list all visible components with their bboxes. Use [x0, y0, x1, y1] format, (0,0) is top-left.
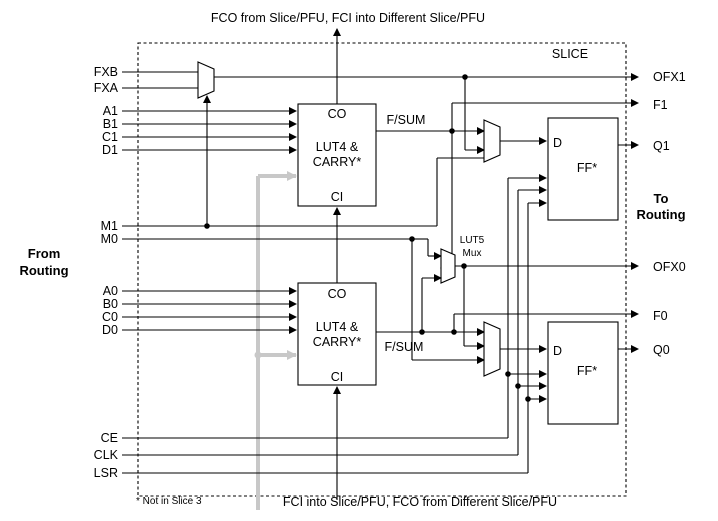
output-ofx0: OFX0: [653, 260, 686, 274]
carry-in-path: [254, 171, 297, 510]
lut5-mux: [440, 248, 456, 284]
top-carry-label: FCO from Slice/PFU, FCI into Different S…: [211, 11, 485, 25]
lut-bottom-co: CO: [328, 287, 347, 301]
bottom-carry-label: FCI into Slice/PFU, FCO from Different S…: [283, 495, 557, 509]
lut4-top: CO LUT4 & CARRY* CI F/SUM: [122, 28, 426, 207]
lut-top-line1: LUT4 &: [316, 140, 359, 154]
lut-bottom-line1: LUT4 &: [316, 320, 359, 334]
lut-top-line2: CARRY*: [313, 155, 362, 169]
output-f0: F0: [653, 309, 668, 323]
input-lsr: LSR: [94, 466, 118, 480]
footnote: * Not in Slice 3: [136, 496, 202, 507]
slice-boundary: [137, 42, 627, 497]
output-ofx1: OFX1: [653, 70, 686, 84]
bottom-fsum-network: [376, 263, 639, 350]
fx-mux: [122, 61, 639, 229]
input-d0: D0: [102, 323, 118, 337]
ff-bottom: D FF*: [508, 321, 639, 425]
input-fxb: FXB: [94, 65, 118, 79]
to-routing-label-1: To: [654, 191, 669, 206]
lut-bottom-fsum: F/SUM: [385, 340, 424, 354]
output-q1: Q1: [653, 139, 670, 153]
input-b1: B1: [103, 117, 118, 131]
ff-top-label: FF*: [577, 161, 597, 175]
output-labels: OFX1 F1 Q1 OFX0 F0 Q0: [653, 70, 686, 357]
input-c0: C0: [102, 310, 118, 324]
output-f1: F1: [653, 98, 668, 112]
ff-top-d: D: [553, 136, 562, 150]
output-q0: Q0: [653, 343, 670, 357]
lut-top-co: CO: [328, 107, 347, 121]
input-fxa: FXA: [94, 81, 119, 95]
from-routing-label-2: Routing: [19, 263, 68, 278]
from-routing-label-1: From: [28, 246, 61, 261]
ff-mux-top: [122, 119, 547, 227]
input-b0: B0: [103, 297, 118, 311]
ff-top: D FF*: [508, 117, 639, 221]
input-c1: C1: [102, 130, 118, 144]
lut-top-ci: CI: [331, 190, 344, 204]
lut-top-fsum: F/SUM: [387, 113, 426, 127]
top-fsum-network: [376, 74, 639, 272]
input-d1: D1: [102, 143, 118, 157]
input-m1: M1: [101, 219, 118, 233]
lut5-label-2: Mux: [463, 248, 482, 259]
input-a1: A1: [103, 104, 118, 118]
input-ce: CE: [101, 431, 118, 445]
slice-label: SLICE: [552, 47, 588, 61]
lut4-bottom: CO LUT4 & CARRY* CI F/SUM: [122, 207, 424, 500]
to-routing-label-2: Routing: [636, 207, 685, 222]
ff-bottom-label: FF*: [577, 364, 597, 378]
lut-bottom-line2: CARRY*: [313, 335, 362, 349]
input-a0: A0: [103, 284, 118, 298]
ff-mux-bottom: [483, 321, 547, 377]
ff-bottom-d: D: [553, 344, 562, 358]
control-lines: [122, 178, 531, 474]
lut-bottom-ci: CI: [331, 370, 344, 384]
input-clk: CLK: [94, 448, 119, 462]
input-m0: M0: [101, 232, 118, 246]
lut5-label-1: LUT5: [460, 235, 485, 246]
lut5-mux-group: LUT5 Mux: [122, 235, 639, 364]
input-labels: FXB FXA A1 B1 C1 D1 M1 M0 A0 B0 C0 D0 CE…: [94, 65, 119, 480]
